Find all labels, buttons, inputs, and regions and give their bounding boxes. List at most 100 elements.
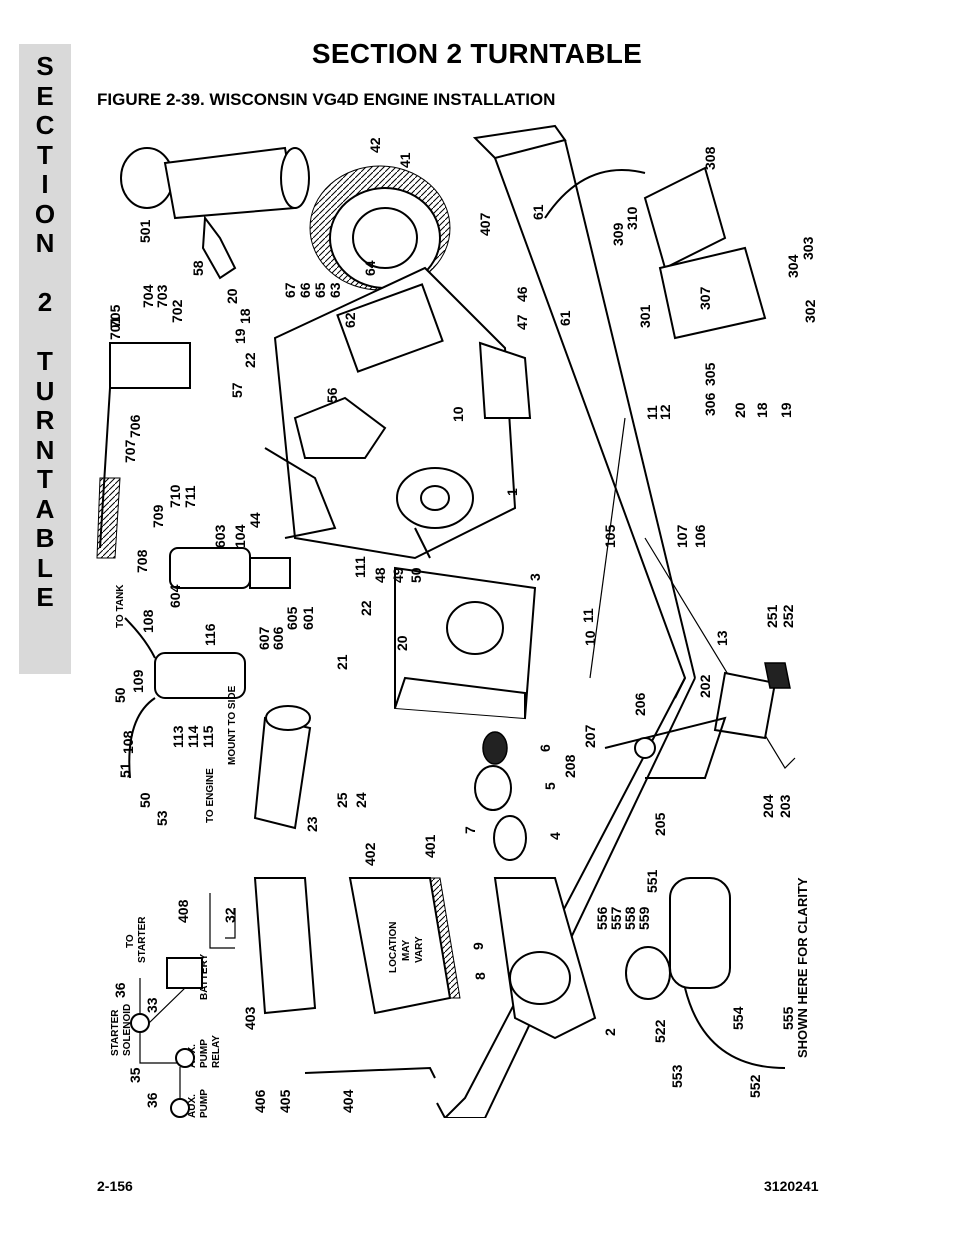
callout: 307	[697, 286, 713, 310]
callout: 208	[562, 754, 578, 778]
callout: 252	[780, 604, 796, 628]
callout: 109	[130, 669, 146, 693]
section-tab-letter	[19, 318, 71, 348]
callout: 301	[637, 304, 653, 328]
note-aux-pump-2: PUMP	[199, 1089, 210, 1118]
section-tab-letter	[19, 259, 71, 289]
callout: 13	[714, 630, 730, 646]
wiring-schematic	[130, 893, 236, 1118]
section-tab-letter: N	[35, 228, 55, 258]
callout: 65	[312, 282, 328, 298]
callout: 10	[582, 630, 598, 646]
callout: 310	[624, 206, 640, 230]
section-tab-letter: R	[35, 405, 55, 435]
air-cleaner	[120, 146, 310, 280]
callout: 20	[732, 402, 748, 418]
callout: 606	[270, 626, 286, 650]
starter-motor	[169, 547, 291, 589]
callout: 304	[785, 254, 801, 278]
callout: 706	[127, 414, 143, 438]
callout: 61	[530, 204, 546, 220]
callout: 21	[334, 654, 350, 670]
section-tab-letter: N	[35, 434, 55, 465]
callout: 707	[122, 439, 138, 463]
callout: 708	[134, 549, 150, 573]
callout: 408	[175, 899, 191, 923]
callout: 5	[542, 782, 558, 790]
callout: 403	[242, 1006, 258, 1030]
callout: 49	[390, 567, 406, 583]
section-tab-letter: B	[35, 523, 55, 553]
callout: 711	[182, 485, 198, 508]
section-tab-letter: I	[41, 169, 49, 199]
note-to-engine: TO ENGINE	[205, 768, 216, 823]
callout: 44	[247, 512, 263, 528]
diagram-notes: TO TANK TO ENGINE MOUNT TO SIDE LOCATION…	[110, 584, 810, 1118]
callout: 306	[702, 392, 718, 416]
section-tab-letter: T	[37, 139, 53, 170]
note-to-tank: TO TANK	[115, 584, 126, 628]
callout: 703	[154, 284, 170, 308]
callout: 25	[334, 792, 350, 808]
callout: 702	[169, 299, 185, 323]
note-to-starter: TO	[125, 934, 136, 948]
callout: 607	[256, 626, 272, 650]
callout: 116	[202, 623, 218, 646]
callout: 303	[800, 236, 816, 260]
callout: 61	[557, 310, 573, 326]
throttle-actuator	[604, 662, 791, 779]
callout: 603	[212, 524, 228, 548]
callout: 704	[140, 284, 156, 308]
callout: 205	[652, 812, 668, 836]
callout: 41	[397, 152, 413, 168]
callout: 111	[352, 556, 368, 578]
section-tab-letter: T	[37, 346, 53, 376]
callout: 107	[674, 524, 690, 548]
callout: 207	[582, 724, 598, 748]
callout: 22	[358, 600, 374, 616]
turntable-frame	[436, 124, 796, 1118]
callout: 4	[547, 832, 563, 840]
callout: 10	[450, 406, 466, 422]
callout: 115	[200, 725, 216, 748]
note-aux-pump-relay-2: PUMP	[199, 1039, 210, 1068]
callout-labels: 1 2 3 4 5 6 7 8 9 10 10 11 11 12 13 18 1…	[107, 137, 818, 1113]
callout: 36	[112, 982, 128, 998]
callout: 203	[777, 794, 793, 818]
document-number: 3120241	[764, 1178, 819, 1194]
callout: 104	[232, 524, 248, 548]
callout: 710	[167, 484, 183, 508]
solenoid-bracket	[544, 166, 767, 340]
note-battery: BATTERY	[199, 954, 210, 1000]
callout: 57	[229, 382, 245, 398]
note-aux-pump: AUX.	[187, 1094, 198, 1118]
callout: 501	[137, 219, 153, 243]
figure-title: FIGURE 2-39. WISCONSIN VG4D ENGINE INSTA…	[97, 90, 556, 109]
ignition-coil	[253, 705, 312, 830]
callout: 556	[594, 906, 610, 930]
callout: 12	[657, 404, 673, 420]
callout: 18	[237, 308, 253, 324]
callout: 7	[462, 826, 478, 834]
engine-installation-diagram: 1 2 3 4 5 6 7 8 9 10 10 11 11 12 13 18 1…	[96, 124, 818, 1118]
section-tab-letter: T	[37, 464, 53, 494]
page-number: 2-156	[97, 1178, 133, 1194]
callout: 309	[610, 222, 626, 246]
section-tab-letter: E	[36, 80, 54, 111]
callout: 20	[224, 288, 240, 304]
callout: 20	[394, 635, 410, 651]
callout: 53	[154, 810, 170, 826]
callout: 559	[636, 906, 652, 930]
callout: 50	[137, 792, 153, 808]
callout: 2	[602, 1028, 618, 1036]
callout: 555	[780, 1006, 796, 1030]
callout: 19	[232, 328, 248, 344]
callout: 202	[697, 674, 713, 698]
section-tab-letter: C	[35, 110, 55, 140]
callout: 402	[362, 842, 378, 866]
note-starter-solenoid: STARTER	[110, 1009, 121, 1056]
callout: 64	[362, 260, 378, 276]
callout: 401	[422, 834, 438, 858]
callout: 709	[150, 504, 166, 528]
section-title: SECTION 2 TURNTABLE	[311, 38, 643, 69]
